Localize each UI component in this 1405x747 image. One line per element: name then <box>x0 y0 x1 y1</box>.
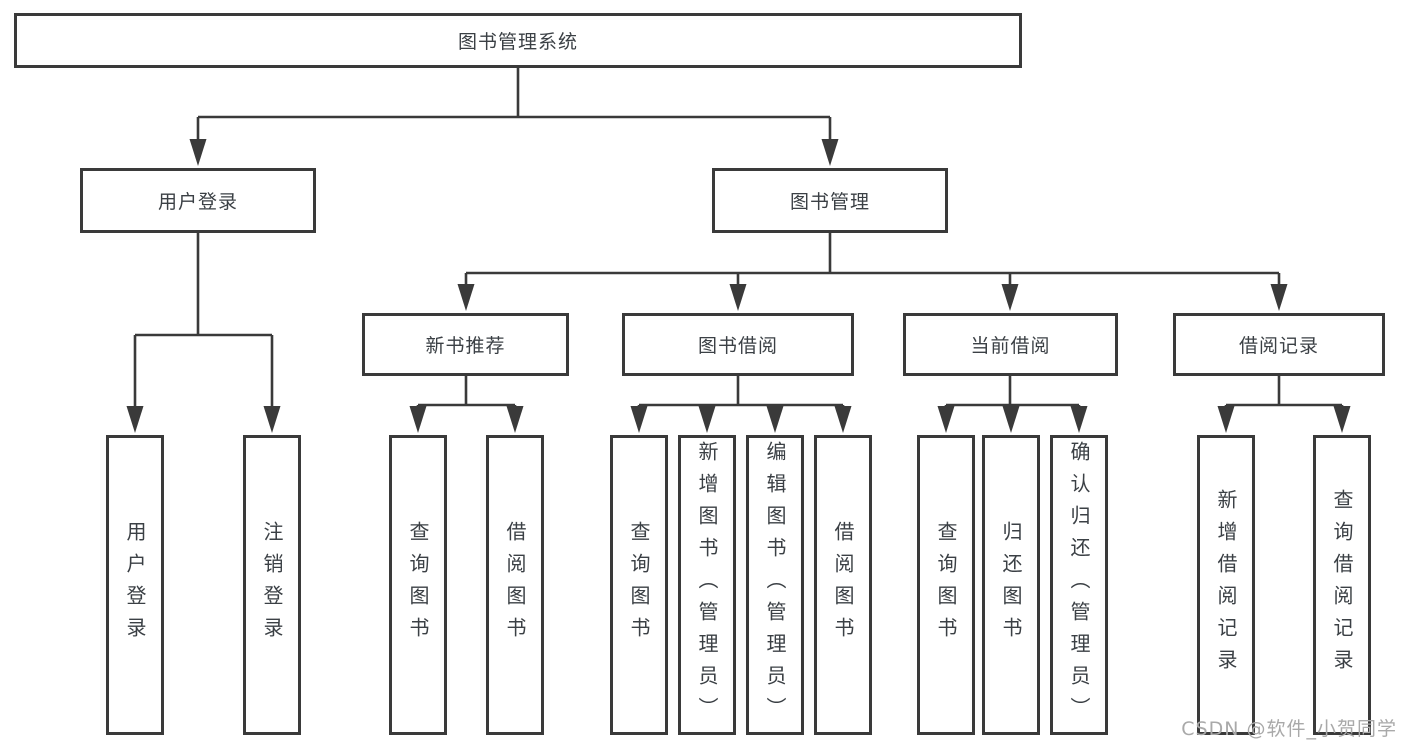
node-user-login: 用户登录 <box>80 168 316 233</box>
leaf-query-books-current: 查询图书 <box>917 435 975 735</box>
arrowhead-icon <box>457 284 475 311</box>
arrowhead-icon <box>1001 284 1019 311</box>
node-label: 用户登录 <box>157 191 238 213</box>
leaf-label: 新增图书（管理员） <box>695 441 719 729</box>
node-current-borrowing: 当前借阅 <box>903 313 1118 376</box>
node-label: 当前借阅 <box>970 335 1051 357</box>
leaf-label: 注销登录 <box>260 521 284 649</box>
node-book-management: 图书管理 <box>712 168 948 233</box>
leaf-label: 新增借阅记录 <box>1214 489 1238 681</box>
arrowhead-icon <box>1070 406 1088 433</box>
node-label: 借阅记录 <box>1238 335 1319 357</box>
arrowhead-icon <box>630 406 648 433</box>
leaf-user-login: 用户登录 <box>106 435 164 735</box>
leaf-label: 用户登录 <box>123 521 147 649</box>
leaf-confirm-return-admin: 确认归还（管理员） <box>1050 435 1108 735</box>
leaf-label: 查询图书 <box>627 521 651 649</box>
leaf-label: 确认归还（管理员） <box>1067 441 1091 729</box>
leaf-borrow-books: 借阅图书 <box>814 435 872 735</box>
leaf-return-books: 归还图书 <box>982 435 1040 735</box>
leaf-query-books-recommend: 查询图书 <box>389 435 447 735</box>
arrowhead-icon <box>409 406 427 433</box>
arrowhead-icon <box>189 139 207 166</box>
leaf-label: 查询图书 <box>934 521 958 649</box>
node-library-management-system: 图书管理系统 <box>14 13 1022 68</box>
arrowhead-icon <box>937 406 955 433</box>
leaf-label: 编辑图书（管理员） <box>763 441 787 729</box>
arrowhead-icon <box>698 406 716 433</box>
node-book-borrowing: 图书借阅 <box>622 313 854 376</box>
arrowhead-icon <box>126 406 144 433</box>
leaf-borrow-books-recommend: 借阅图书 <box>486 435 544 735</box>
arrowhead-icon <box>1002 406 1020 433</box>
arrowhead-icon <box>1217 406 1235 433</box>
arrowhead-icon <box>821 139 839 166</box>
node-borrowing-records: 借阅记录 <box>1173 313 1385 376</box>
watermark: CSDN @软件_小贺同学 <box>1181 718 1397 740</box>
leaf-query-books-borrowing: 查询图书 <box>610 435 668 735</box>
arrowhead-icon <box>1270 284 1288 311</box>
leaf-label: 归还图书 <box>999 521 1023 649</box>
node-new-book-recommendation: 新书推荐 <box>362 313 569 376</box>
arrowhead-icon <box>834 406 852 433</box>
leaf-edit-books-admin: 编辑图书（管理员） <box>746 435 804 735</box>
node-label: 图书借阅 <box>697 335 778 357</box>
leaf-label: 借阅图书 <box>831 521 855 649</box>
leaf-query-borrow-record: 查询借阅记录 <box>1313 435 1371 735</box>
node-label: 图书管理 <box>789 191 870 213</box>
leaf-label: 借阅图书 <box>503 521 527 649</box>
leaf-label: 查询借阅记录 <box>1330 489 1354 681</box>
leaf-logout: 注销登录 <box>243 435 301 735</box>
leaf-label: 查询图书 <box>406 521 430 649</box>
leaf-add-borrow-record: 新增借阅记录 <box>1197 435 1255 735</box>
leaf-add-books-admin: 新增图书（管理员） <box>678 435 736 735</box>
node-label: 图书管理系统 <box>457 31 578 53</box>
arrowhead-icon <box>506 406 524 433</box>
node-label: 新书推荐 <box>425 335 506 357</box>
arrowhead-icon <box>263 406 281 433</box>
arrowhead-icon <box>729 284 747 311</box>
arrowhead-icon <box>1333 406 1351 433</box>
arrowhead-icon <box>766 406 784 433</box>
